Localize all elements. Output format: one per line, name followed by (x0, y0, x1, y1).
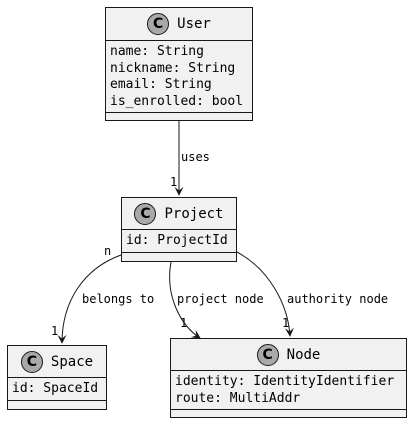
field: email: String (110, 77, 212, 92)
uses-label: uses (181, 150, 210, 164)
class-space: C Space id: SpaceId (7, 345, 107, 410)
class-project-header: C Project (122, 198, 236, 230)
class-node-methods (171, 409, 406, 417)
project-node-multiplicity: 1 (180, 316, 188, 330)
field: id: ProjectId (126, 233, 228, 248)
class-space-methods (8, 399, 106, 408)
class-user-fields: name: String nickname: String email: Str… (106, 41, 252, 112)
class-name: Space (50, 353, 94, 370)
class-user-header: C User (106, 8, 252, 41)
class-name: Node (286, 346, 321, 363)
class-name: User (177, 16, 211, 32)
field: identity: IdentityIdentifier (175, 374, 395, 389)
field: name: String (110, 44, 204, 59)
class-space-fields: id: SpaceId (8, 378, 106, 400)
class-space-header: C Space (8, 346, 106, 378)
class-project: C Project id: ProjectId (121, 197, 237, 262)
class-user-methods (106, 112, 252, 120)
belongs-to-label: belongs to (82, 292, 155, 306)
authority-node-edge (236, 251, 294, 337)
project-node-label: project node (177, 292, 264, 306)
uses-multiplicity: 1 (170, 175, 178, 189)
class-node: C Node identity: IdentityIdentifier rout… (170, 338, 407, 418)
class-project-methods (122, 251, 236, 260)
class-badge-icon: C (147, 13, 170, 35)
class-project-fields: id: ProjectId (122, 230, 236, 252)
belongs-to-edge (57, 254, 122, 344)
belongs-to-target-multiplicity: 1 (51, 324, 59, 338)
class-badge-icon: C (20, 350, 43, 373)
class-badge-icon: C (256, 343, 279, 366)
authority-node-multiplicity: 1 (282, 316, 290, 330)
belongs-to-source-multiplicity: n (104, 244, 112, 258)
class-badge-icon: C (134, 202, 157, 225)
field: id: SpaceId (12, 381, 99, 396)
field: is_enrolled: bool (110, 93, 244, 109)
authority-node-label: authority node (287, 292, 389, 306)
project-node-edge (169, 261, 201, 339)
field: route: MultiAddr (175, 390, 301, 406)
class-user: C User name: String nickname: String ema… (105, 7, 253, 121)
class-node-fields: identity: IdentityIdentifier route: Mult… (171, 371, 406, 409)
field: nickname: String (110, 60, 236, 76)
class-name: Project (164, 205, 224, 222)
class-node-header: C Node (171, 339, 406, 371)
